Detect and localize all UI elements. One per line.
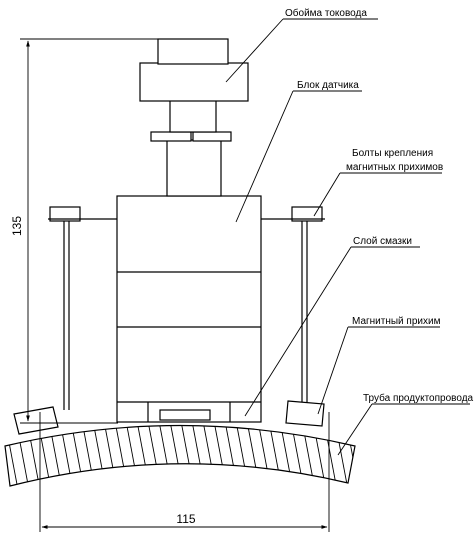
pipe-hatch-line <box>66 425 86 486</box>
label-magnetic-clamp: Магнитный прихим <box>352 316 441 327</box>
grease-layer <box>159 409 211 421</box>
label-sensor-block: Блок датчика <box>297 80 359 91</box>
pipe-hatch-line <box>5 425 20 486</box>
mounting-bolt-right <box>291 206 323 222</box>
sensor-stem <box>150 99 232 197</box>
label-grease-layer: Слой смазки <box>353 236 412 247</box>
mounting-bolt-left <box>49 206 81 222</box>
pipe-hatch-line <box>264 425 284 486</box>
pipe-hatch-line <box>77 425 97 486</box>
sensor-block <box>116 195 262 423</box>
label-bolts-line2: магнитных прихимов <box>346 162 443 173</box>
label-pipe: Труба продуктопровода <box>363 392 474 404</box>
pipe-hatch-line <box>99 425 119 486</box>
pipe-hatch-line <box>88 425 108 486</box>
mounting-rods <box>63 220 308 410</box>
magnetic-clamp-right <box>285 400 325 427</box>
width-dimension-value: 115 <box>176 512 195 526</box>
pipe-hatch-line <box>11 425 31 486</box>
pipe-hatch-line <box>341 425 355 486</box>
label-bolts-line1: Болты крепления <box>352 148 433 159</box>
width-dimension: 115 <box>39 412 330 532</box>
pipe-hatch-line <box>330 425 350 486</box>
magnetic-clamp-left <box>13 406 59 435</box>
pipe-hatch-line <box>55 425 75 486</box>
current-collector-holder <box>139 38 249 102</box>
pipe-hatch-line <box>5 425 9 486</box>
pipe-hatch-line <box>364 400 382 495</box>
height-dimension: 135 <box>10 38 160 424</box>
label-current-collector-holder: Обойма токовода <box>285 7 367 19</box>
leader-lines <box>225 18 470 456</box>
height-dimension-value: 135 <box>10 216 24 236</box>
pipe-hatch-line <box>352 425 355 486</box>
